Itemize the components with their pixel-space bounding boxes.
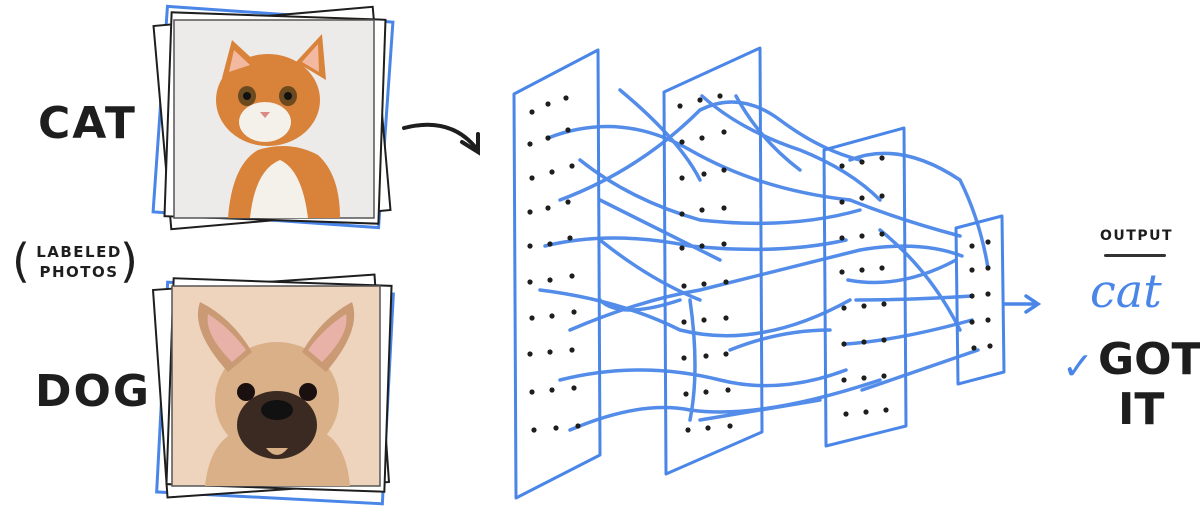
check-icon: ✓: [1062, 344, 1094, 388]
connection: [578, 158, 862, 226]
cat-photo: [173, 19, 375, 219]
note-text: LABELED PHOTOS: [34, 242, 124, 282]
labeled-photos-note: ( LABELED PHOTOS ): [12, 234, 142, 294]
note-line-2: PHOTOS: [39, 263, 119, 281]
connection: [558, 368, 848, 388]
connections: [538, 88, 990, 432]
note-open-paren: (: [12, 234, 30, 288]
connection: [848, 151, 990, 270]
note-close-paren: ): [120, 234, 138, 288]
connection: [846, 258, 958, 285]
connection: [700, 94, 882, 202]
output-value: cat: [1090, 264, 1162, 318]
connection: [546, 124, 852, 202]
connection: [854, 294, 974, 302]
connection: [598, 198, 722, 262]
cat-label: CAT: [38, 98, 137, 149]
connection: [878, 228, 962, 332]
layer-4-neurons: [969, 239, 993, 351]
connection: [728, 328, 832, 352]
connection: [538, 288, 852, 338]
dog-photo-stack: [151, 273, 395, 506]
output-heading: OUTPUT: [1100, 228, 1173, 244]
layer-panel-3: [822, 126, 908, 448]
connection: [598, 298, 682, 312]
connection: [848, 198, 962, 238]
dog-photo: [171, 285, 381, 487]
layer-1-neurons: [527, 95, 581, 433]
neurons: [527, 93, 993, 433]
status-line-1: GOT: [1098, 334, 1200, 385]
layer-panels: [512, 46, 1006, 500]
connection: [734, 94, 802, 172]
status-line-2: IT: [1118, 384, 1165, 435]
layer-3-neurons: [839, 155, 889, 417]
layer-2-neurons: [677, 93, 733, 433]
connection: [568, 378, 882, 432]
connection: [688, 298, 697, 422]
cat-photo-stack: [151, 4, 395, 231]
input-arrow: [402, 122, 480, 156]
layer-panel-2: [662, 46, 764, 476]
connection: [698, 398, 822, 422]
layer-panel-4: [954, 214, 1006, 386]
dog-label: DOG: [35, 366, 152, 417]
layer-panel-1: [512, 48, 602, 500]
connection: [568, 244, 964, 332]
output-arrow: [1002, 294, 1042, 314]
connection: [558, 100, 862, 202]
connection: [860, 348, 980, 392]
output-underline: [1104, 254, 1166, 257]
connection: [598, 238, 702, 302]
note-line-1: LABELED: [36, 243, 122, 261]
connection: [618, 88, 702, 182]
